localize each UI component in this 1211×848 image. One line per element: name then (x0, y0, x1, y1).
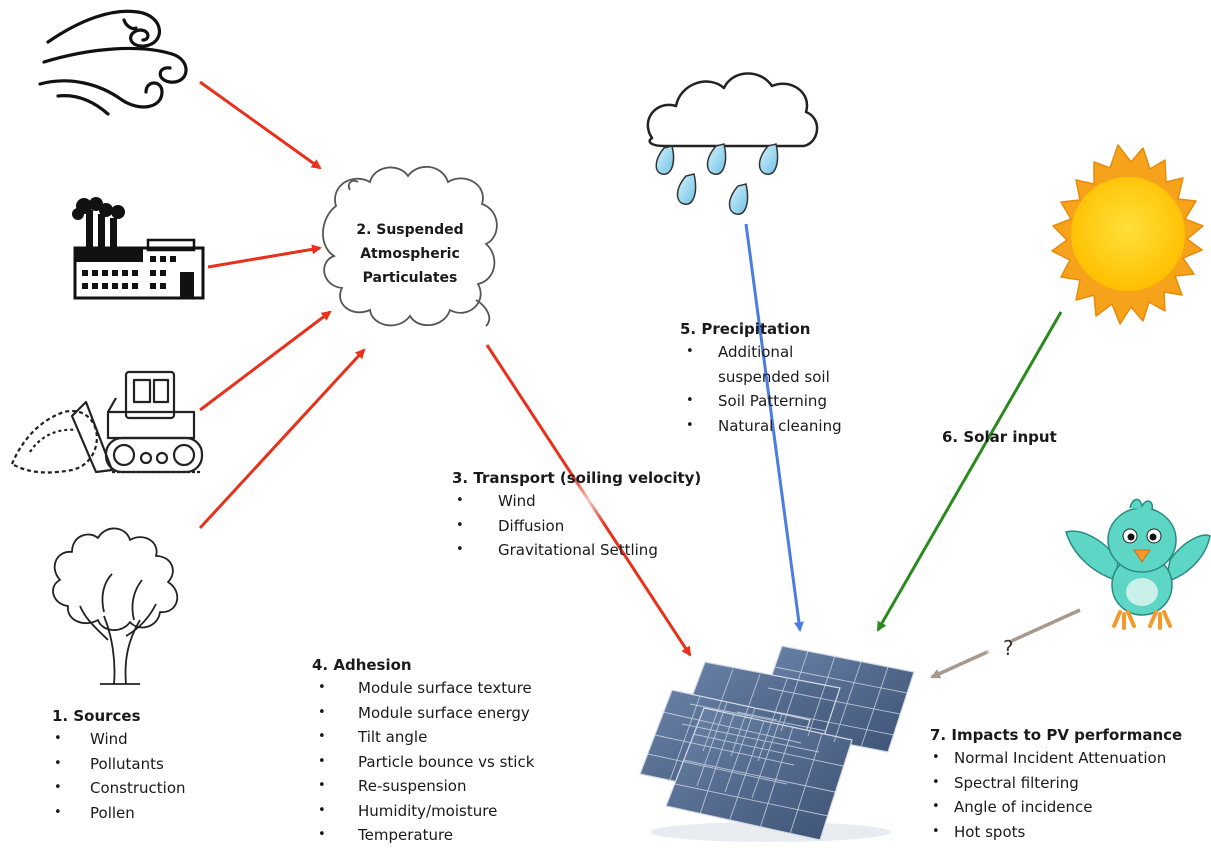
transport-item: Wind (452, 489, 701, 514)
suspended-line-1: 2. Suspended (356, 222, 464, 238)
transport-title: 3. Transport (soiling velocity) (452, 469, 702, 487)
precipitation-list: Additional suspended soil Soil Patternin… (680, 340, 868, 438)
suspended-line-3: Particulates (362, 270, 458, 286)
suspended-line-2: Atmospheric (360, 246, 460, 262)
adhesion-item: Humidity/moisture (312, 799, 534, 824)
impacts-section: 7. Impacts to PV performance Normal Inci… (930, 724, 1182, 844)
impacts-item: Hot spots (930, 820, 1182, 845)
arrow-construction-to-particulates (199, 310, 332, 412)
unknown-question-mark: ? (1003, 636, 1014, 660)
transport-section: 3. Transport (soiling velocity) Wind Dif… (452, 467, 701, 563)
sources-list: Wind Pollutants Construction Pollen (52, 727, 186, 825)
sources-section: 1. Sources Wind Pollutants Construction … (52, 705, 186, 825)
tree-icon (52, 527, 179, 685)
impacts-item: Angle of incidence (930, 795, 1182, 820)
arrow-bird-to-panel (930, 608, 1081, 679)
sources-item: Pollutants (52, 752, 186, 777)
adhesion-item: Tilt angle (312, 725, 534, 750)
adhesion-item: Module surface energy (312, 701, 534, 726)
impacts-item: Normal Incident Attenuation (930, 746, 1182, 771)
adhesion-list: Module surface texture Module surface en… (312, 676, 534, 848)
source-arrows (198, 80, 366, 530)
factory-icon (72, 197, 205, 300)
bird-icon (1065, 498, 1211, 630)
precipitation-item: Natural cleaning (680, 414, 868, 439)
adhesion-item: Particle bounce vs stick (312, 750, 534, 775)
transport-list: Wind Diffusion Gravitational Settling (452, 489, 701, 563)
precipitation-item: Soil Patterning (680, 389, 868, 414)
adhesion-section: 4. Adhesion Module surface texture Modul… (312, 654, 534, 848)
precipitation-title: 5. Precipitation (680, 320, 811, 338)
solar-panel-icon (639, 645, 915, 842)
arrow-solar-input (876, 311, 1063, 632)
rain-cloud-icon (646, 72, 819, 215)
dust-cloud-icon (322, 166, 498, 327)
adhesion-item: Temperature (312, 823, 534, 848)
arrow-pollen-to-particulates (198, 348, 366, 530)
sources-item: Pollen (52, 801, 186, 826)
transport-item: Gravitational Settling (452, 538, 701, 563)
precipitation-section: 5. Precipitation Additional suspended so… (680, 318, 868, 438)
sources-title: 1. Sources (52, 707, 141, 725)
wind-icon (38, 9, 188, 116)
impacts-title: 7. Impacts to PV performance (930, 726, 1183, 744)
arrow-pollutants-to-particulates (207, 244, 322, 269)
impacts-item: Spectral filtering (930, 771, 1182, 796)
adhesion-item: Module surface texture (312, 676, 534, 701)
sources-item: Construction (52, 776, 186, 801)
bulldozer-icon (10, 370, 204, 474)
suspended-particulates-label: 2. Suspended Atmospheric Particulates (330, 218, 490, 290)
precipitation-item: Additional suspended soil (680, 340, 868, 389)
adhesion-title: 4. Adhesion (312, 656, 412, 674)
adhesion-item: Re-suspension (312, 774, 534, 799)
solar-input-label: 6. Solar input (942, 428, 1057, 446)
arrow-wind-to-particulates (199, 80, 322, 170)
impacts-list: Normal Incident Attenuation Spectral fil… (930, 746, 1182, 844)
transport-item: Diffusion (452, 514, 701, 539)
sun-icon (1051, 144, 1204, 325)
sources-item: Wind (52, 727, 186, 752)
